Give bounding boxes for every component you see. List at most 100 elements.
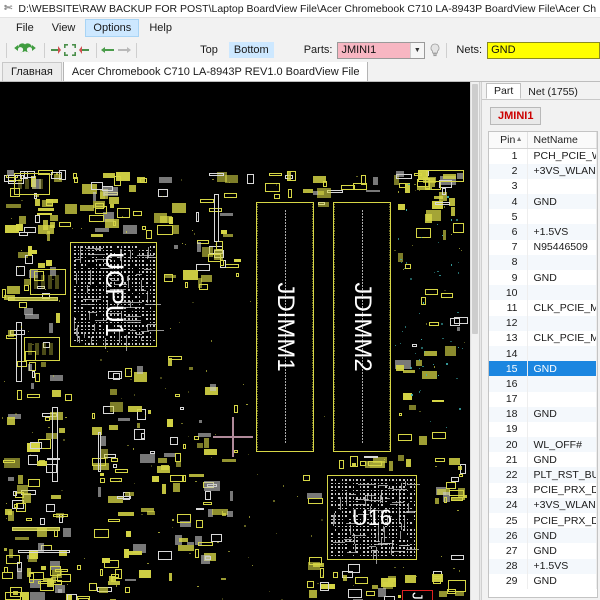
table-row[interactable]: 28+1.5VS [489,558,597,574]
board-render-layer[interactable] [0,82,470,600]
board-pad [352,489,355,492]
board-pad [56,573,71,582]
board-pad [356,500,358,503]
board-pad [334,278,336,280]
fit-to-screen-icon[interactable] [63,41,77,59]
menu-item-options[interactable]: Options [85,19,140,37]
nets-input[interactable]: GND [491,44,516,56]
board-pad [138,303,141,306]
board-pad [131,271,134,273]
tab-net[interactable]: Net (1755) [528,86,578,98]
board-pad [312,396,314,398]
table-row[interactable]: 19 [489,421,597,438]
tab-home[interactable]: Главная [2,62,62,81]
arrow-right-icon[interactable] [116,41,132,59]
arrow-left-icon[interactable] [100,41,116,59]
board-pad [131,300,134,302]
panel-splitter[interactable] [479,82,482,600]
board-pad [89,270,91,285]
table-row[interactable]: 12 [489,315,597,331]
board-pad [334,312,336,314]
scrollbar-thumb[interactable] [472,84,478,334]
component-u16[interactable] [327,475,417,560]
chevron-down-icon[interactable]: ▼ [409,42,424,58]
board-pad [362,441,364,443]
menu-item-view[interactable]: View [51,22,76,34]
column-header-pin[interactable]: Pin ▲ [489,132,528,149]
board-pad [138,292,141,295]
board-pad [349,479,351,481]
board-side-top[interactable]: Top [200,44,218,56]
pin-table-container[interactable]: Pin ▲ NetName 1PCH_PCIE_WAK2+3VS_WLAN34G… [488,131,598,598]
table-row[interactable]: 3 [489,178,597,195]
board-pad [367,489,369,492]
nets-combobox[interactable]: GND [487,41,600,59]
board-pad [102,282,105,284]
table-row[interactable]: 16 [489,376,597,392]
table-row[interactable]: 6+1.5VS [489,224,597,240]
board-pad [405,574,416,583]
board-pad [16,322,22,382]
component-jmini1-selected[interactable] [402,590,433,600]
board-pad [378,485,388,487]
board-pad [28,343,32,355]
parts-input[interactable]: JMINI1 [341,44,377,56]
zoom-out-pin-icon[interactable] [48,41,62,59]
column-header-netname[interactable]: NetName [527,132,597,149]
component-jdimm2[interactable] [333,202,391,452]
table-row[interactable]: 24+3VS_WLAN [489,497,597,513]
menu-item-help[interactable]: Help [149,22,172,34]
board-canvas[interactable]: UCPU1 JDIMM1 JDIMM2 U16 TL1 JMINI1 thete… [0,82,470,600]
menu-item-file[interactable]: File [16,22,34,34]
component-ucpu1[interactable] [70,242,157,347]
tab-part[interactable]: Part [486,83,522,99]
cell-netname: GND [527,452,597,468]
redo-icon[interactable] [25,41,39,59]
table-row[interactable]: 8 [489,254,597,270]
board-pad [120,303,123,306]
board-pad [388,507,391,510]
lightbulb-icon[interactable] [429,42,442,58]
board-pad [110,278,112,280]
board-vertical-scrollbar[interactable] [470,82,479,600]
parts-combobox[interactable]: JMINI1 ▼ [337,41,425,59]
board-pad [450,340,452,342]
table-row[interactable]: 17 [489,391,597,407]
board-pad [456,326,461,331]
board-pad [312,295,314,297]
tab-boardview-file[interactable]: Acer Chromebook C710 LA-8943P REV1.0 Boa… [62,61,369,81]
table-row[interactable]: 2+3VS_WLAN [489,163,597,179]
board-pad [389,333,391,335]
board-side-bottom[interactable]: Bottom [228,42,274,58]
board-pad [334,427,336,429]
selected-part-chip[interactable]: JMINI1 [490,107,542,125]
board-pad [388,543,391,546]
board-pad [172,519,174,521]
table-row[interactable]: 14 [489,345,597,362]
board-pad [84,331,86,339]
table-row[interactable]: 5 [489,209,597,225]
board-pad [102,274,105,277]
board-pad [429,420,432,423]
board-pad [233,404,239,413]
zoom-in-pin-icon[interactable] [77,41,91,59]
component-jdimm1[interactable] [256,202,314,452]
undo-icon[interactable] [11,41,25,59]
table-row[interactable]: 10 [489,285,597,301]
